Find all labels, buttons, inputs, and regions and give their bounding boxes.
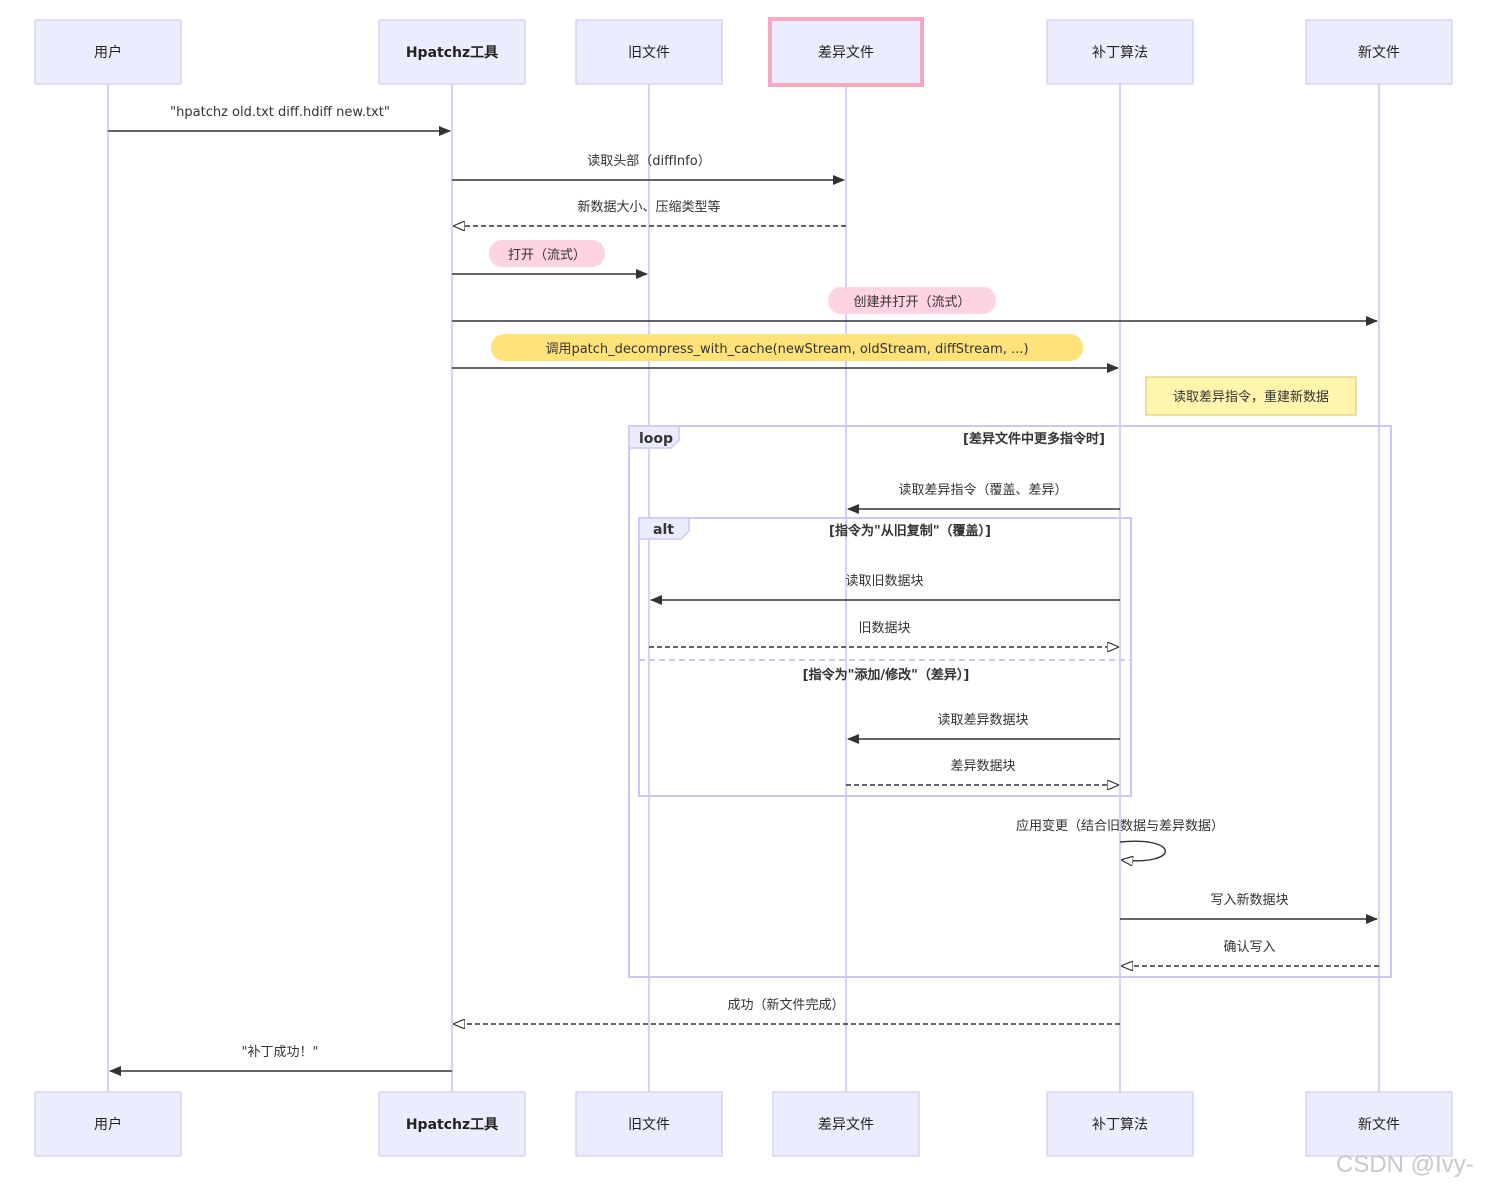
message-9-label: 旧数据块 bbox=[858, 621, 910, 636]
messages: "hpatchz old.txt diff.hdiff new.txt" 读取头部… bbox=[108, 105, 1379, 1076]
message-1: "hpatchz old.txt diff.hdiff new.txt" bbox=[108, 105, 451, 136]
message-16: "补丁成功！" bbox=[109, 1045, 452, 1076]
participant-algo-top-box bbox=[1046, 19, 1194, 85]
message-14: 确认写入 bbox=[1122, 940, 1379, 966]
alt-frame bbox=[638, 517, 1132, 797]
message-13: 写入新数据块 bbox=[1120, 892, 1378, 924]
message-5-highlight bbox=[828, 287, 996, 314]
participant-old-top-label: 旧文件 bbox=[628, 45, 670, 61]
participant-old-bottom-box bbox=[575, 1091, 723, 1157]
message-4-label: 打开（流式） bbox=[508, 248, 586, 263]
message-3-label: 新数据大小、压缩类型等 bbox=[577, 199, 720, 215]
message-10: 读取差异数据块 bbox=[847, 713, 1120, 744]
message-12: 应用变更（结合旧数据与差异数据） bbox=[1016, 818, 1224, 861]
participant-new-top-label: 新文件 bbox=[1358, 45, 1400, 61]
message-8-label: 读取旧数据块 bbox=[845, 574, 923, 589]
frames: loop [差异文件中更多指令时] alt [指令为"从旧复制"（覆盖）] [指… bbox=[628, 425, 1392, 978]
participant-old-top-box bbox=[575, 19, 723, 85]
message-4-highlight bbox=[489, 240, 605, 267]
message-2-label: 读取头部（diffInfo） bbox=[587, 154, 710, 169]
participants-bottom: 用户 Hpatchz工具 旧文件 差异文件 补丁算法 新文件 bbox=[34, 1091, 1453, 1157]
participant-tool-bottom-label: Hpatchz工具 bbox=[406, 1117, 498, 1133]
message-16-label: "补丁成功！" bbox=[242, 1045, 319, 1060]
message-4: 打开（流式） bbox=[452, 240, 648, 279]
participant-algo-top-label: 补丁算法 bbox=[1092, 45, 1148, 61]
participant-diff-top-label: 差异文件 bbox=[818, 45, 874, 61]
message-13-label: 写入新数据块 bbox=[1210, 892, 1288, 908]
message-6-highlight bbox=[491, 334, 1083, 361]
participant-user-bottom-box bbox=[34, 1091, 182, 1157]
message-3: 新数据大小、压缩类型等 bbox=[454, 199, 846, 226]
message-15: 成功（新文件完成） bbox=[454, 997, 1120, 1024]
watermark: CSDN @Ivy- bbox=[1336, 1151, 1474, 1178]
message-1-label: "hpatchz old.txt diff.hdiff new.txt" bbox=[170, 105, 390, 120]
note: 读取差异指令，重建新数据 bbox=[1145, 376, 1357, 416]
message-5-label: 创建并打开（流式） bbox=[853, 295, 970, 310]
loop-keyword: loop bbox=[639, 431, 673, 447]
loop-frame bbox=[628, 425, 1392, 978]
participant-user-top-label: 用户 bbox=[94, 44, 122, 61]
lifelines bbox=[106, 84, 1381, 1092]
message-7-label: 读取差异指令（覆盖、差异） bbox=[898, 483, 1067, 498]
participant-diff-top-box bbox=[768, 17, 924, 87]
participant-diff-bottom-label: 差异文件 bbox=[818, 1117, 874, 1133]
participant-new-bottom-box bbox=[1305, 1091, 1453, 1157]
message-6-label: 调用patch_decompress_with_cache(newStream,… bbox=[545, 342, 1028, 357]
message-9: 旧数据块 bbox=[649, 621, 1118, 647]
message-15-label: 成功（新文件完成） bbox=[727, 997, 844, 1013]
participants-top: 用户 Hpatchz工具 旧文件 差异文件 补丁算法 新文件 bbox=[34, 17, 1453, 87]
participant-algo-bottom-box bbox=[1046, 1091, 1194, 1157]
message-12-label: 应用变更（结合旧数据与差异数据） bbox=[1016, 818, 1224, 834]
message-7: 读取差异指令（覆盖、差异） bbox=[847, 483, 1120, 514]
participant-algo-bottom-label: 补丁算法 bbox=[1092, 1117, 1148, 1133]
alt-condition-add: [指令为"添加/修改"（差异）] bbox=[803, 667, 970, 683]
message-6: 调用patch_decompress_with_cache(newStream,… bbox=[452, 334, 1119, 373]
alt-condition-copy: [指令为"从旧复制"（覆盖）] bbox=[829, 523, 991, 539]
participant-user-bottom-label: 用户 bbox=[94, 1116, 122, 1133]
note-text: 读取差异指令，重建新数据 bbox=[1173, 389, 1329, 405]
message-2: 读取头部（diffInfo） bbox=[452, 154, 845, 185]
loop-condition: [差异文件中更多指令时] bbox=[963, 431, 1105, 447]
participant-tool-bottom-box bbox=[378, 1091, 526, 1157]
participant-tool-top-label: Hpatchz工具 bbox=[406, 45, 498, 61]
participant-diff-bottom-box bbox=[772, 1091, 920, 1157]
participant-new-top-box bbox=[1305, 19, 1453, 85]
message-12-arrow bbox=[1119, 840, 1166, 861]
participant-new-bottom-label: 新文件 bbox=[1358, 1117, 1400, 1133]
message-5: 创建并打开（流式） bbox=[452, 287, 1378, 326]
loop-tab bbox=[628, 425, 680, 449]
message-11-label: 差异数据块 bbox=[950, 759, 1015, 774]
participant-user-top-box bbox=[34, 19, 182, 85]
participant-old-bottom-label: 旧文件 bbox=[628, 1117, 670, 1133]
participant-tool-top-box bbox=[378, 19, 526, 85]
alt-keyword: alt bbox=[653, 522, 674, 538]
alt-tab bbox=[638, 517, 690, 540]
note-box bbox=[1145, 376, 1357, 416]
message-11: 差异数据块 bbox=[846, 759, 1118, 785]
message-14-label: 确认写入 bbox=[1223, 940, 1275, 955]
message-10-label: 读取差异数据块 bbox=[937, 713, 1028, 728]
message-8: 读取旧数据块 bbox=[650, 574, 1120, 605]
